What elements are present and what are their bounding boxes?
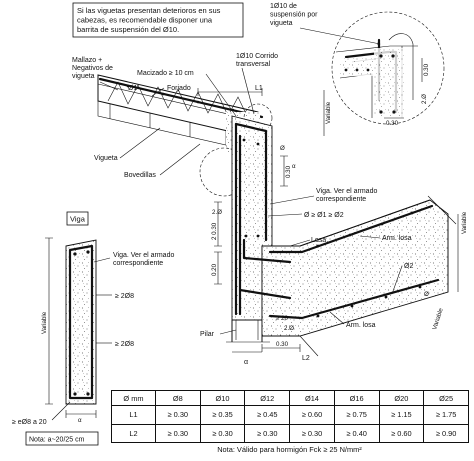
rebar-length-table: Ø mm Ø8 Ø10 Ø12 Ø14 Ø16 Ø20 Ø25 L1 ≥ 0.3… (111, 390, 469, 443)
table-row-label: L2 (111, 423, 156, 443)
top-note: Si las viguetas presentan deterioros en … (72, 2, 244, 38)
dim-l2: L2 (302, 355, 310, 362)
phi-small-label: Ø (280, 145, 285, 152)
suspension-bar-line-3: vigueta (270, 20, 293, 27)
corrido-label-2: transversal (236, 61, 271, 68)
pilar-label: Pilar (200, 331, 215, 338)
table-cell: ≥ 0.60 (378, 423, 425, 443)
twenty-var: ≥ 20 (276, 315, 289, 322)
table-cell: ≥ 0.30 (199, 423, 246, 443)
viga-alpha: α (78, 417, 82, 424)
table-cell: ≥ 0.60 (289, 405, 335, 425)
table-header-cell: Ø25 (423, 390, 469, 406)
dim-030-col: 0.30 (285, 165, 292, 178)
bovedillas-label: Bovedillas (124, 172, 156, 179)
top-note-line-1: Si las viguetas presentan deterioros en … (77, 6, 221, 15)
vigueta-label: Vigueta (94, 155, 118, 162)
viga-stirrups: ≥ eØ8 a 20 (12, 419, 47, 426)
table-cell: ≥ 1.75 (423, 405, 469, 425)
table-row-label: L1 (111, 405, 156, 425)
phi2-label: Ø2 (404, 263, 413, 270)
table-cell: ≥ 0.30 (244, 423, 291, 443)
mesh-label-3: vigueta (72, 73, 95, 80)
table-cell: ≥ 0.40 (333, 423, 380, 443)
top-note-line-3: barrita de suspensión del Ø10. (77, 25, 179, 34)
viga-armado-detail-1: Viga. Ver el armado (113, 252, 174, 259)
top-note-line-2: cabezas, es recomendable disponer una (77, 16, 213, 25)
table-header-cell: Ø16 (333, 390, 380, 406)
dim-2d-bottom: 2.Ø (284, 325, 294, 332)
table-cell: ≥ 0.30 (289, 423, 335, 443)
variable-right-label: Variable (461, 211, 468, 234)
arm-losa-bottom-label: Arm. losa (346, 322, 376, 329)
table-note: Nota: Válido para hormigón Fck ≥ 25 N/mm… (217, 445, 362, 454)
suspension-bar-line-1: 1Ø10 de (270, 3, 297, 10)
viga-note: Nota: a~20/25 cm (29, 437, 85, 444)
viga-armado-label-1: Viga. Ver el armado (316, 188, 377, 195)
table-cell: ≥ 0.30 (154, 405, 201, 425)
phi-relation-label: Ø ≥ Ø1 ≥ Ø2 (304, 212, 344, 219)
viga-bar-bottom: ≥ 2Ø8 (115, 341, 134, 348)
dim-2d-circle: 2.Ø (421, 94, 428, 104)
alpha-bottom: α (244, 359, 248, 366)
variable-slab-label: Variable (431, 307, 445, 331)
viga-armado-detail-2: correspondiente (113, 260, 163, 267)
table-row: L1 ≥ 0.30 ≥ 0.35 ≥ 0.45 ≥ 0.60 ≥ 0.75 ≥ … (111, 405, 469, 425)
table-cell: ≥ 1.15 (378, 405, 425, 425)
dim-2030: 2 0.30 (211, 222, 218, 240)
losa-label: Losa (311, 237, 326, 244)
viga-detail-title: Viga (70, 215, 86, 224)
table-header-cell: Ø8 (154, 390, 201, 406)
table-header-cell: Ø20 (378, 390, 425, 406)
suspension-bar-line-2: suspensión por (270, 12, 318, 19)
variable-top-label: Variable (325, 101, 332, 124)
callout-labels: Mallazo + Negativos de vigueta Macizado … (72, 53, 413, 338)
dim-030-circle-b: 0.30 (386, 120, 399, 127)
macizado-label: Macizado ≥ 10 cm (137, 70, 194, 77)
table-row: L2 ≥ 0.30 ≥ 0.30 ≥ 0.30 ≥ 0.30 ≥ 0.40 ≥ … (111, 423, 469, 443)
table-header-cell: Ø12 (244, 390, 291, 406)
viga-armado-label-2: correspondiente (316, 196, 366, 203)
suspension-bar-detail: 1Ø10 de suspensión por vigueta 0.30 0.30… (270, 3, 445, 127)
dim-l1: L1 (255, 85, 263, 92)
table-header-cell: Ø mm (111, 390, 156, 406)
table-cell: ≥ 0.90 (423, 423, 469, 443)
dim-030-bottom: 0.30 (276, 341, 289, 348)
table-cell: ≥ 0.30 (154, 423, 201, 443)
phi1-left-label: Ø1 (128, 85, 137, 92)
alpha-small: α (292, 163, 296, 170)
dim-2d: 2.Ø (212, 209, 222, 216)
dim-030-circle: 0.30 (423, 63, 430, 76)
viga-bar-top: ≥ 2Ø8 (115, 293, 134, 300)
arm-losa-top-label: Arm. losa (382, 235, 412, 242)
table-header-cell: Ø10 (199, 390, 246, 406)
viga-variable: Variable (41, 311, 48, 334)
table-cell: ≥ 0.35 (199, 405, 246, 425)
corrido-label-1: 1Ø10 Corrido (236, 53, 278, 60)
table-cell: ≥ 0.45 (244, 405, 291, 425)
table-header-cell: Ø14 (289, 390, 335, 406)
mesh-label-2: Negativos de (72, 65, 113, 72)
phi-right-small: Ø (424, 291, 429, 298)
mesh-label-1: Mallazo + (72, 57, 102, 64)
viga-detail: Viga Viga. Ver el armado correspondiente… (12, 211, 174, 446)
table-header-row: Ø mm Ø8 Ø10 Ø12 Ø14 Ø16 Ø20 Ø25 (111, 390, 469, 406)
forjado-label: Forjado (167, 85, 191, 92)
dim-020: 0.20 (211, 263, 218, 276)
table-cell: ≥ 0.75 (333, 405, 380, 425)
